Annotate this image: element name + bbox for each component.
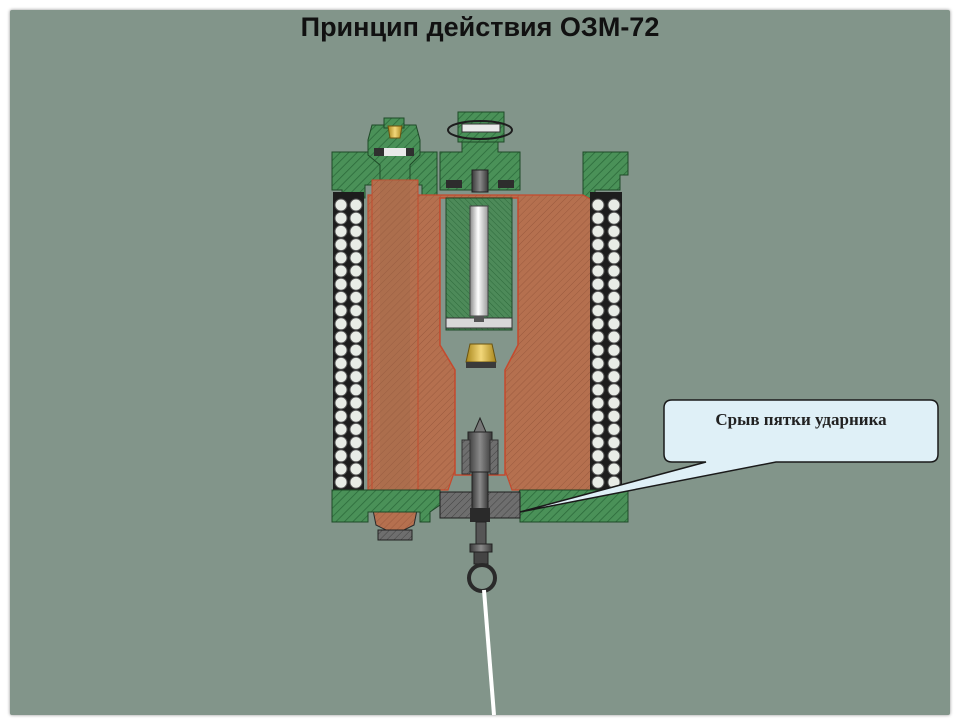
callout-label: Срыв пятки ударника [715,410,887,429]
casing-top [331,111,629,199]
fragment-ball [334,436,348,450]
fragment-ball [607,211,621,225]
fragment-ball [607,422,621,436]
fragment-ball [607,224,621,238]
fragment-ball [334,264,348,278]
fragment-ball [349,422,363,436]
fragment-ball [349,343,363,357]
fragment-ball [591,211,605,225]
fragment-ball [349,356,363,370]
fragment-ball [591,238,605,252]
fragment-ball [607,370,621,384]
fragment-ball [334,422,348,436]
fragment-ball [591,251,605,265]
central-cavity [439,197,519,476]
fragment-ball [334,277,348,291]
callout-bubble [519,399,939,513]
fragment-ball [591,396,605,410]
fragment-ball [349,449,363,463]
fragment-ball [349,224,363,238]
fragment-ball [607,383,621,397]
fragment-ball [349,277,363,291]
fragment-ball [334,396,348,410]
fragment-ball [334,449,348,463]
fragment-ball [334,251,348,265]
fragment-ball [607,264,621,278]
fragment-ball [349,317,363,331]
fragment-ball [334,383,348,397]
fragment-ball [591,330,605,344]
fragment-ball [334,370,348,384]
fragment-ball [334,224,348,238]
fragment-ball [591,436,605,450]
fragment-ball [607,198,621,212]
fragment-ball [607,462,621,476]
fragment-ball [334,198,348,212]
fragment-ball [349,264,363,278]
fragment-ball [349,396,363,410]
fragment-ball [349,475,363,489]
fragment-ball [591,198,605,212]
slide-title: Принцип действия ОЗМ-72 [300,12,660,42]
fragment-ball [334,330,348,344]
fragment-ball [607,356,621,370]
fragment-ball [607,277,621,291]
fragment-ball [334,409,348,423]
fragment-ball [334,356,348,370]
fragment-ball [334,211,348,225]
fragment-ball [607,436,621,450]
fragment-ball [591,317,605,331]
fragment-ball [334,238,348,252]
fragment-ball [607,304,621,318]
fragment-columns [333,192,622,490]
fragment-ball [591,304,605,318]
fragment-ball [349,290,363,304]
fragment-ball [349,304,363,318]
fragment-ball [349,251,363,265]
fragment-ball [591,409,605,423]
fragment-ball [591,290,605,304]
fragment-ball [349,409,363,423]
tripwire [482,589,496,716]
fragment-ball [607,330,621,344]
fragment-ball [334,290,348,304]
fragment-ball [607,409,621,423]
detonator-tube [371,179,419,541]
fragment-ball [591,224,605,238]
fragment-ball [349,370,363,384]
fragment-ball [349,436,363,450]
fragment-ball [607,290,621,304]
fragment-ball [334,343,348,357]
fragment-ball [607,238,621,252]
fragment-ball [591,343,605,357]
fragment-ball [607,317,621,331]
fragment-ball [349,383,363,397]
fragment-ball [334,462,348,476]
fragment-ball [607,449,621,463]
fragment-ball [591,383,605,397]
fragment-ball [591,356,605,370]
fragment-ball [349,330,363,344]
fragment-ball [334,317,348,331]
fragment-ball [334,475,348,489]
fragment-ball [591,462,605,476]
striker [461,416,499,593]
fragment-ball [607,396,621,410]
fragment-ball [607,343,621,357]
fragment-ball [349,211,363,225]
fragment-ball [607,251,621,265]
fragment-ball [591,449,605,463]
fragment-ball [349,198,363,212]
fragment-ball [334,304,348,318]
fragment-ball [591,264,605,278]
fragment-ball [591,475,605,489]
fragment-ball [591,277,605,291]
fragment-ball [591,370,605,384]
fragment-ball [591,422,605,436]
fragment-ball [349,238,363,252]
fragment-ball [349,462,363,476]
